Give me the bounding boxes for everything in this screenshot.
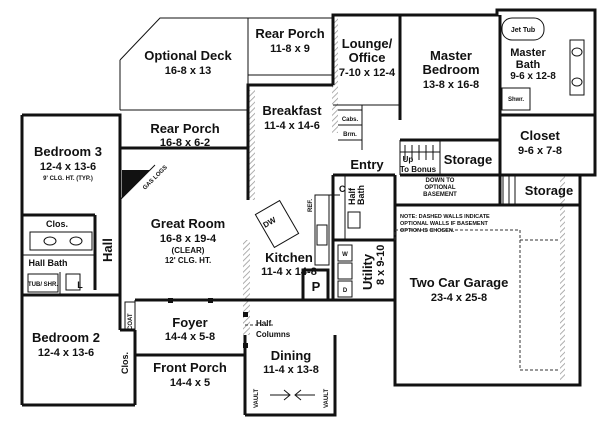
down-basement-3: BASEMENT	[423, 192, 457, 198]
washer-label: W	[342, 252, 348, 258]
bedroom3-name: Bedroom 3	[34, 144, 102, 159]
front-porch-name: Front Porch	[153, 360, 227, 375]
bedroom2-dim: 12-4 x 13-6	[38, 347, 94, 359]
kitchen-island	[254, 199, 300, 249]
bedroom3-note: 9' CLG. HT. (TYP.)	[43, 176, 93, 182]
master-bedroom-name-2: Bedroom	[422, 62, 479, 77]
optional-deck-dim: 16-8 x 13	[165, 65, 211, 77]
dining-name: Dining	[271, 348, 311, 363]
dryer-label: D	[343, 288, 348, 294]
master-bath-dim: 9-6 x 12-8	[510, 71, 556, 82]
storage-lower-name: Storage	[525, 183, 573, 198]
hall-bath-name: Hall Bath	[28, 258, 67, 268]
hatch-strips	[243, 18, 565, 380]
breakfast-name: Breakfast	[262, 103, 322, 118]
optional-deck-name: Optional Deck	[144, 48, 232, 63]
half-columns-2: Columns	[256, 330, 291, 339]
coat-label: COAT	[128, 313, 134, 330]
master-bath-name-1: Master	[510, 47, 546, 59]
entry-name: Entry	[350, 157, 384, 172]
pantry-label: P	[312, 279, 321, 294]
down-basement-2: OPTIONAL	[425, 185, 456, 191]
shower-label: Shwr.	[508, 97, 524, 103]
interior-walls	[22, 15, 595, 401]
master-bedroom-dim: 13-8 x 16-8	[423, 79, 479, 91]
lounge-office-name-1: Lounge/	[342, 36, 393, 51]
great-room-note-2: 12' CLG. HT.	[165, 256, 211, 265]
shower-fixture	[501, 87, 531, 111]
half-columns-1: Half	[256, 319, 271, 328]
dining-dim: 11-4 x 13-8	[263, 364, 319, 376]
kitchen-name: Kitchen	[265, 250, 313, 265]
tub-fixture	[27, 273, 59, 293]
great-room-note-1: (CLEAR)	[172, 246, 205, 255]
bedroom2-closet-label: Clos.	[120, 352, 130, 374]
bedroom2-name: Bedroom 2	[32, 330, 100, 345]
cabs-label: Cabs.	[342, 117, 359, 123]
master-bath-name-2: Bath	[516, 59, 541, 71]
storage-upper-name: Storage	[444, 152, 492, 167]
vault-left-label: VAULT	[254, 389, 260, 408]
front-porch-dim: 14-4 x 5	[170, 377, 210, 389]
half-bath-label-1: Half	[347, 187, 357, 205]
rear-porch-mid-dim: 16-8 x 6-2	[160, 137, 210, 149]
kitchen-dim: 11-4 x 14-8	[261, 266, 317, 278]
foyer-dim: 14-4 x 5-8	[165, 331, 215, 343]
hall-name: Hall	[100, 238, 115, 262]
brm-label: Brm.	[343, 132, 357, 138]
half-bath-label-2: Bath	[356, 185, 366, 205]
foyer-name: Foyer	[172, 315, 207, 330]
lounge-office-name-2: Office	[349, 50, 386, 65]
ref-label: REF.	[308, 199, 314, 212]
closet-name: Closet	[520, 128, 560, 143]
basement-note-3: OPTION IS CHOSEN.	[400, 228, 455, 234]
rear-porch-top-name: Rear Porch	[255, 26, 324, 41]
breakfast-dim: 11-4 x 14-6	[264, 120, 320, 132]
stairs	[400, 145, 516, 205]
vault-right-label: VAULT	[324, 389, 330, 408]
closet-c-label: C	[339, 184, 346, 194]
utility-dim: 8 x 9-10	[375, 245, 387, 285]
basement-note-2: OPTIONAL WALLS IF BASEMENT	[400, 221, 489, 227]
basement-note-1: NOTE: DASHED WALLS INDICATE	[400, 214, 490, 220]
garage-dim: 23-4 x 25-8	[431, 292, 487, 304]
utility-name: Utility	[360, 253, 375, 290]
rear-porch-top-dim: 11-8 x 9	[270, 43, 310, 55]
tub-shr-label: TUB/ SHR.	[28, 282, 58, 288]
up-to-bonus-2: To Bonus	[400, 165, 437, 174]
garage-name: Two Car Garage	[410, 275, 509, 290]
closet-dim: 9-6 x 7-8	[518, 145, 562, 157]
gas-logs-label: GAS LOGS	[142, 165, 169, 192]
rear-porch-mid-name: Rear Porch	[150, 121, 219, 136]
jet-tub-fixture	[501, 17, 545, 41]
up-to-bonus-1: Up	[403, 155, 414, 164]
room-labels: Rear Porch 11-8 x 9 Optional Deck 16-8 x…	[28, 26, 573, 408]
lounge-office-dim: 7-10 x 12-4	[339, 67, 396, 79]
down-basement-1: DOWN TO	[426, 178, 455, 184]
bedroom3-closet-label: Clos.	[46, 219, 68, 229]
bedroom3-dim: 12-4 x 13-6	[40, 161, 96, 173]
great-room-name: Great Room	[151, 216, 225, 231]
great-room-dim: 16-8 x 19-4	[160, 233, 217, 245]
linen-label: L	[77, 280, 83, 290]
fixtures	[27, 17, 585, 348]
jet-tub-label: Jet Tub	[511, 27, 535, 34]
master-bedroom-name-1: Master	[430, 48, 472, 63]
